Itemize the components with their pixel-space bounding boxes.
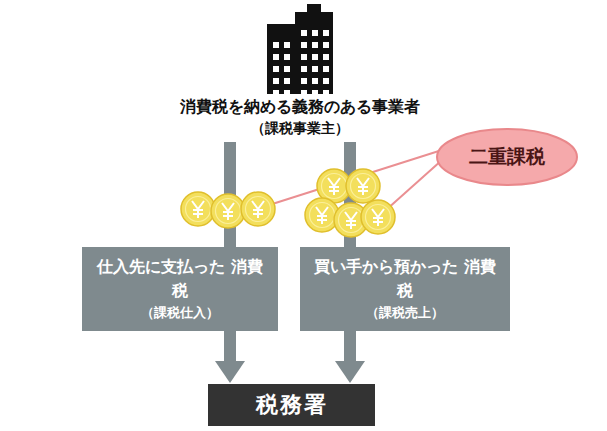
callout-label: 二重課税 [437, 133, 577, 181]
node-text: 仕入先に支払った 消費税 [92, 255, 268, 303]
leader-line [266, 150, 442, 206]
office-box: 税務署 [208, 384, 375, 426]
coin-group [305, 169, 395, 237]
tax-box: 仕入先に支払った 消費税（課税仕入） [82, 247, 278, 331]
node-subtext: （課税仕入） [141, 303, 219, 323]
building-icon [265, 2, 335, 94]
tax-box: 買い手から預かった 消費税（課税売上） [300, 247, 510, 331]
coin-group [181, 192, 275, 228]
node-text: 消費税を納める義務のある事業者 [180, 96, 420, 118]
callout-ellipse [437, 129, 577, 185]
node-text: 買い手から預かった 消費税 [310, 255, 500, 303]
node-subtext: （課税売上） [366, 303, 444, 323]
leader-line [386, 160, 442, 210]
node-text: 税務署 [256, 390, 328, 420]
node-text: 二重課税 [469, 144, 545, 170]
business-node: 消費税を納める義務のある事業者（課税事業主） [130, 2, 470, 138]
flow-connector [335, 331, 365, 383]
flow-connector [215, 331, 245, 383]
node-subtext: （課税事業主） [251, 118, 349, 138]
